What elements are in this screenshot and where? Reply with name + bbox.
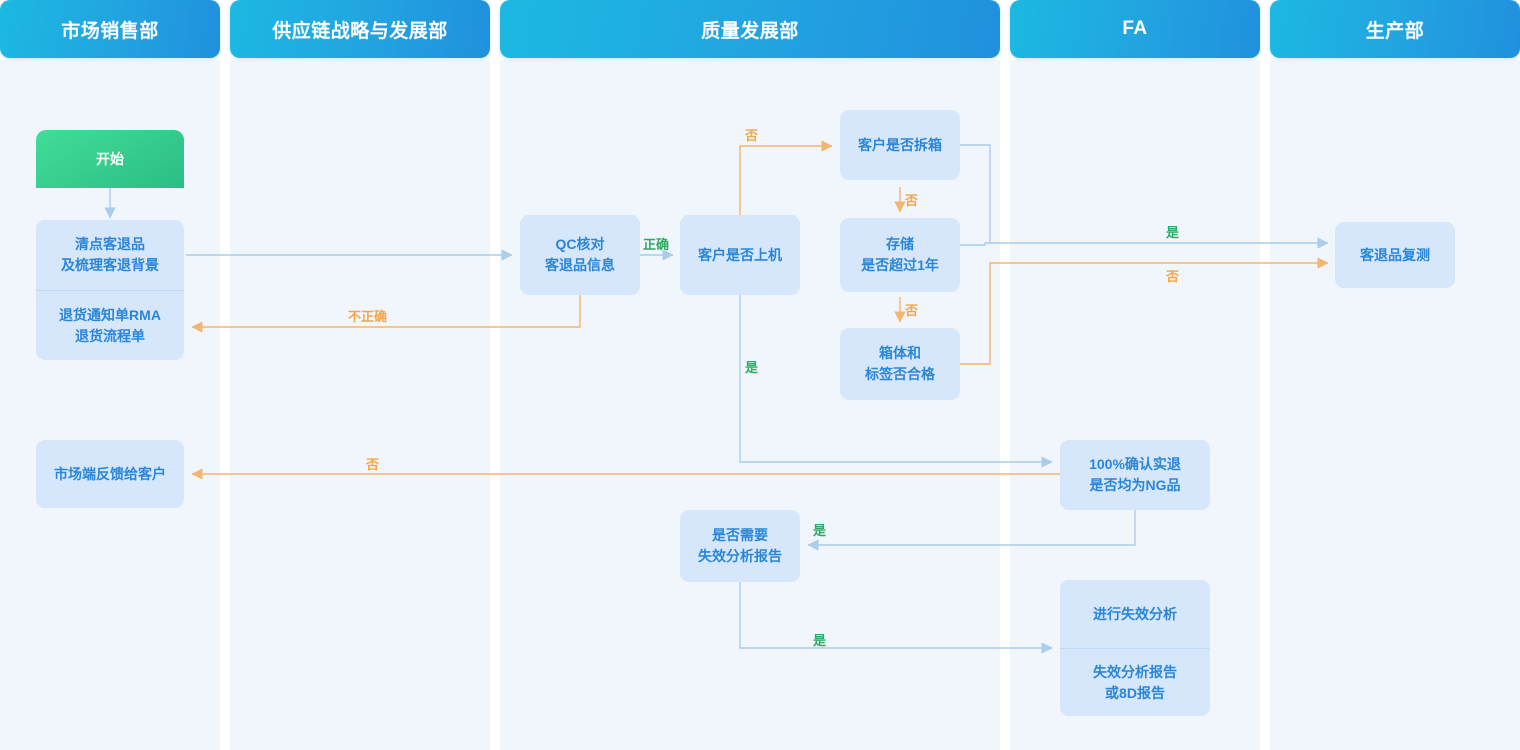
node-fa-report[interactable]: 失效分析报告 或8D报告 xyxy=(1060,648,1210,717)
lane-header-label: 质量发展部 xyxy=(701,20,799,42)
lane-header-scm[interactable]: 供应链战略与发展部 xyxy=(230,0,490,58)
edge-label-onmachine-no: 否 xyxy=(745,128,759,143)
edge-label-confirm-no: 否 xyxy=(366,457,380,472)
lane-background-production xyxy=(1270,60,1520,750)
node-line-2: 是否均为NG品 xyxy=(1089,477,1181,493)
lane-header-production[interactable]: 生产部 xyxy=(1270,0,1520,58)
node-line-1: QC核对 xyxy=(555,236,605,252)
node-qc-check[interactable]: QC核对 客退品信息 xyxy=(520,215,640,295)
node-line-2: 或8D报告 xyxy=(1105,685,1165,701)
node-start[interactable]: 开始 xyxy=(36,130,184,188)
edge-label-unpacked-no: 否 xyxy=(905,193,919,208)
node-retest-returned-goods[interactable]: 客退品复测 xyxy=(1335,222,1455,288)
node-customer-on-machine[interactable]: 客户是否上机 xyxy=(680,215,800,295)
lane-header-quality[interactable]: 质量发展部 xyxy=(500,0,1000,58)
lane-header-sales[interactable]: 市场销售部 xyxy=(0,0,220,58)
node-line-1: 是否需要 xyxy=(712,527,768,543)
edge-label-qc-incorrect: 不正确 xyxy=(348,309,388,324)
node-group-fa-output[interactable]: 进行失效分析 失效分析报告 或8D报告 xyxy=(1060,580,1210,716)
edge-label-onmachine-yes: 是 xyxy=(745,360,759,375)
node-do-failure-analysis[interactable]: 进行失效分析 xyxy=(1060,580,1210,648)
node-line-1: 客退品复测 xyxy=(1360,246,1430,263)
node-line-2: 客退品信息 xyxy=(545,257,615,273)
edge-label-storage-no: 否 xyxy=(905,303,919,318)
node-line-1: 进行失效分析 xyxy=(1093,605,1177,622)
node-line-2: 是否超过1年 xyxy=(861,257,939,273)
node-storage-over-1-year[interactable]: 存储 是否超过1年 xyxy=(840,218,960,292)
node-line-1: 客户是否拆箱 xyxy=(858,136,942,153)
node-count-returns[interactable]: 清点客退品 及梳理客退背景 xyxy=(36,220,184,290)
node-line-1: 客户是否上机 xyxy=(698,246,782,263)
edge-label-qc-correct: 正确 xyxy=(643,237,670,252)
lane-header-label: 生产部 xyxy=(1365,20,1425,42)
lane-header-fa[interactable]: FA xyxy=(1010,0,1260,58)
node-line-1: 开始 xyxy=(96,150,124,167)
node-line-2: 退货流程单 xyxy=(75,328,145,344)
node-line-1: 市场端反馈给客户 xyxy=(54,465,166,482)
node-line-1: 失效分析报告 xyxy=(1093,664,1177,680)
node-line-1: 箱体和 xyxy=(879,345,921,361)
node-line-2: 失效分析报告 xyxy=(698,548,782,564)
node-customer-unpacked[interactable]: 客户是否拆箱 xyxy=(840,110,960,180)
node-need-fa-report[interactable]: 是否需要 失效分析报告 xyxy=(680,510,800,582)
lane-header-label: FA xyxy=(1122,18,1148,39)
node-line-2: 标签否合格 xyxy=(865,366,935,382)
node-line-1: 100%确认实退 xyxy=(1089,456,1181,472)
edge-label-confirm-yes: 是 xyxy=(813,523,827,538)
node-line-1: 存储 xyxy=(886,236,914,252)
lane-header-label: 市场销售部 xyxy=(61,20,159,42)
lane-header-label: 供应链战略与发展部 xyxy=(272,20,448,42)
node-box-and-label-ok[interactable]: 箱体和 标签否合格 xyxy=(840,328,960,400)
node-market-feedback[interactable]: 市场端反馈给客户 xyxy=(36,440,184,508)
edge-label-storage-yes: 是 xyxy=(1166,225,1180,240)
node-confirm-all-ng[interactable]: 100%确认实退 是否均为NG品 xyxy=(1060,440,1210,510)
node-line-2: 及梳理客退背景 xyxy=(61,257,159,273)
edge-label-boxlabel-no: 否 xyxy=(1166,269,1180,284)
node-group-sales-intake[interactable]: 清点客退品 及梳理客退背景 退货通知单RMA 退货流程单 xyxy=(36,220,184,360)
node-line-1: 清点客退品 xyxy=(75,236,145,252)
edge-label-needfa-yes: 是 xyxy=(813,633,827,648)
node-rma-form[interactable]: 退货通知单RMA 退货流程单 xyxy=(36,290,184,361)
node-line-1: 退货通知单RMA xyxy=(59,307,161,323)
lane-background-scm xyxy=(230,60,490,750)
